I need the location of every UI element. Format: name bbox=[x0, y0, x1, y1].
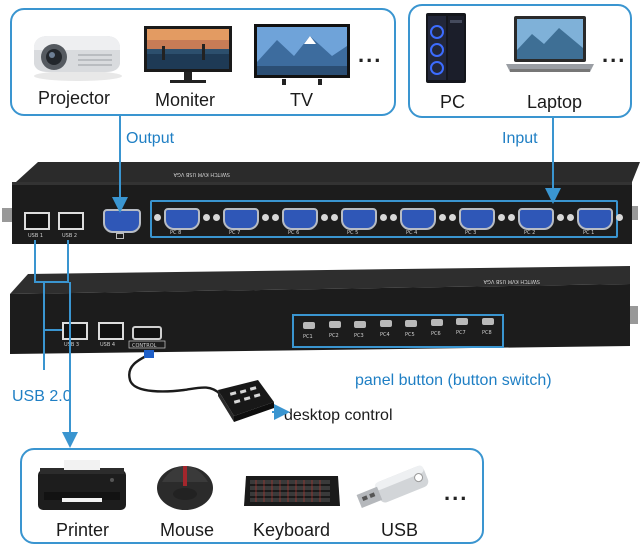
vga-input-port bbox=[518, 208, 554, 230]
vga-screw bbox=[616, 214, 623, 221]
rear-usb-labels: USB 3 USB 4 bbox=[64, 342, 115, 348]
vga-screw bbox=[262, 214, 269, 221]
peripheral-label-mouse: Mouse bbox=[160, 520, 215, 540]
vga-screw bbox=[203, 214, 210, 221]
pc-tower-icon bbox=[426, 13, 466, 83]
output-more: ... bbox=[358, 42, 383, 67]
input-more: ... bbox=[602, 42, 627, 67]
control-port-label: CONTROL bbox=[132, 343, 157, 349]
vga-screw bbox=[439, 214, 446, 221]
svg-text:SWITCH KVM USB VGA: SWITCH KVM USB VGA bbox=[173, 171, 230, 177]
vga-input-label: PC 5 bbox=[347, 230, 359, 236]
output-label-monitor: Moniter bbox=[155, 90, 216, 110]
vga-input-label: PC 6 bbox=[288, 230, 300, 236]
vga-screw bbox=[508, 214, 515, 221]
panel-button-label: PC5 bbox=[405, 331, 415, 338]
vga-input-port bbox=[341, 208, 377, 230]
vga-input-label: PC 2 bbox=[524, 230, 536, 236]
vga-screw bbox=[390, 214, 397, 221]
front-usb-port-1 bbox=[24, 212, 50, 230]
laptop-icon bbox=[506, 16, 594, 72]
vga-screw bbox=[557, 214, 564, 221]
usb-caption: USB 2.0 bbox=[12, 388, 72, 405]
vga-input-port bbox=[400, 208, 436, 230]
vga-input-label: PC 7 bbox=[229, 230, 241, 236]
control-port-label-box: CONTROL bbox=[128, 340, 166, 349]
keyboard-icon bbox=[244, 476, 340, 506]
vga-screw bbox=[213, 214, 220, 221]
panel-button-caption: panel button (button switch) bbox=[355, 372, 552, 389]
usb-drive-icon bbox=[356, 465, 429, 509]
desktop-control-device bbox=[128, 350, 274, 422]
vga-input-label: PC 4 bbox=[406, 230, 418, 236]
monitor-port-symbol bbox=[116, 233, 124, 239]
panel-button-label: PC2 bbox=[329, 333, 339, 340]
vga-output-port bbox=[103, 209, 141, 233]
panel-button-label: PC4 bbox=[380, 332, 390, 339]
kvm-rear-panel: SWITCH KVM USB VGA bbox=[10, 266, 638, 354]
vga-input-label: PC 3 bbox=[465, 230, 477, 236]
output-caption: Output bbox=[126, 130, 175, 147]
vga-screw bbox=[380, 214, 387, 221]
control-port bbox=[132, 326, 162, 340]
vga-screw bbox=[321, 214, 328, 221]
panel-button-pc6[interactable] bbox=[431, 319, 443, 326]
projector-icon bbox=[34, 36, 122, 81]
vga-input-port bbox=[164, 208, 200, 230]
panel-button-pc3[interactable] bbox=[354, 320, 366, 328]
panel-button-pc5[interactable] bbox=[405, 319, 417, 327]
vga-input-port bbox=[459, 208, 495, 230]
output-label-tv: TV bbox=[290, 90, 314, 110]
peripheral-more: ... bbox=[444, 480, 469, 505]
panel-button-pc2[interactable] bbox=[329, 321, 341, 329]
input-label-pc: PC bbox=[440, 92, 466, 112]
panel-button-group bbox=[292, 314, 504, 348]
peripheral-label-keyboard: Keyboard bbox=[253, 520, 331, 540]
front-usb-label-2: USB 2 bbox=[62, 233, 77, 239]
vga-input-label: PC 1 bbox=[583, 230, 595, 236]
front-usb-labels: USB 1 USB 2 bbox=[28, 233, 77, 239]
panel-button-label: PC8 bbox=[482, 329, 492, 336]
printer-icon bbox=[38, 460, 126, 510]
rear-usb-label-3: USB 3 bbox=[64, 342, 79, 348]
monitor-icon bbox=[144, 26, 232, 83]
vga-screw bbox=[498, 214, 505, 221]
rear-usb-label-4: USB 4 bbox=[100, 342, 115, 348]
panel-button-label: PC3 bbox=[354, 332, 364, 339]
vga-screw bbox=[272, 214, 279, 221]
output-label-projector: Projector bbox=[38, 88, 111, 108]
front-usb-label-1: USB 1 bbox=[28, 233, 43, 239]
peripheral-label-printer: Printer bbox=[56, 520, 110, 540]
panel-button-pc7[interactable] bbox=[456, 318, 468, 326]
vga-screw bbox=[567, 214, 574, 221]
front-usb-port-2 bbox=[58, 212, 84, 230]
vga-input-port bbox=[577, 208, 613, 230]
mouse-icon bbox=[157, 466, 213, 510]
vga-screw bbox=[449, 214, 456, 221]
rear-usb-port-3 bbox=[62, 322, 88, 340]
panel-button-label: PC1 bbox=[303, 334, 313, 340]
panel-button-pc1[interactable] bbox=[303, 322, 315, 329]
panel-button-label: PC6 bbox=[431, 331, 441, 337]
input-caption: Input bbox=[502, 130, 538, 147]
input-label-laptop: Laptop bbox=[527, 92, 583, 112]
tv-icon bbox=[254, 24, 350, 85]
rear-usb-port-4 bbox=[98, 322, 124, 340]
peripheral-label-usb: USB bbox=[381, 520, 419, 540]
vga-screw bbox=[154, 214, 161, 221]
vga-input-label: PC 8 bbox=[170, 230, 182, 236]
svg-text:SWITCH KVM USB VGA: SWITCH KVM USB VGA bbox=[483, 278, 540, 284]
vga-input-port bbox=[282, 208, 318, 230]
vga-input-port bbox=[223, 208, 259, 230]
panel-button-label: PC7 bbox=[456, 330, 466, 337]
panel-button-pc8[interactable] bbox=[482, 317, 494, 325]
panel-button-pc4[interactable] bbox=[380, 320, 392, 328]
desktop-control-caption: desktop control bbox=[284, 407, 393, 424]
vga-screw bbox=[331, 214, 338, 221]
